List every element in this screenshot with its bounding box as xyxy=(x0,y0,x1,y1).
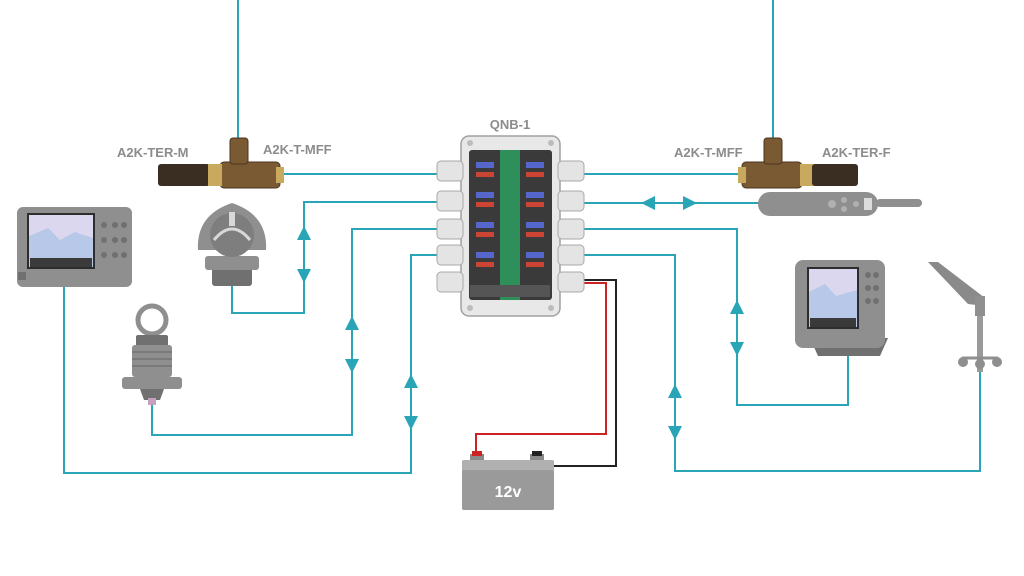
tee-left-label: A2K-T-MFF xyxy=(263,142,332,157)
chartplotter-icon xyxy=(795,260,888,356)
arrow-up-chartplotter-right xyxy=(730,300,744,314)
junction-box-icon xyxy=(436,135,585,317)
arrow-down-compass xyxy=(297,269,311,283)
terminator-icon xyxy=(800,164,858,186)
battery-icon xyxy=(462,451,554,510)
drop-chartplotter-right xyxy=(578,228,849,406)
arrow-left-remote xyxy=(641,196,655,210)
arrow-down-depth xyxy=(345,359,359,373)
arrow-down-chartplotter-left xyxy=(404,416,418,430)
t-connector-icon xyxy=(738,137,803,189)
wind-vane-icon xyxy=(928,262,1002,372)
arrow-down-chartplotter-right xyxy=(730,342,744,356)
terminator-female-label: A2K-TER-F xyxy=(822,145,891,160)
battery-label: 12v xyxy=(495,484,522,501)
arrow-up-wind xyxy=(668,384,682,398)
arrow-up-depth xyxy=(345,316,359,330)
hub-label: QNB-1 xyxy=(490,117,530,132)
drop-depth-transducer xyxy=(151,228,442,436)
drop-wind-vane xyxy=(578,254,981,472)
tee-right-label: A2K-T-MFF xyxy=(674,145,743,160)
drop-compass xyxy=(231,201,442,314)
power-positive-cable xyxy=(475,282,607,458)
terminator-icon xyxy=(158,164,222,186)
arrow-down-wind xyxy=(668,426,682,440)
arrow-up-chartplotter-left xyxy=(404,374,418,388)
network-cables xyxy=(63,0,981,474)
compass-icon xyxy=(197,203,267,286)
arrow-up-compass xyxy=(297,226,311,240)
depth-transducer-icon xyxy=(122,303,182,405)
autopilot-remote-icon xyxy=(758,192,922,216)
terminator-male-label: A2K-TER-M xyxy=(117,145,189,160)
drop-chartplotter-left xyxy=(63,254,442,474)
chartplotter-icon xyxy=(17,207,132,287)
direction-arrows xyxy=(297,196,744,440)
arrow-right-remote xyxy=(683,196,697,210)
